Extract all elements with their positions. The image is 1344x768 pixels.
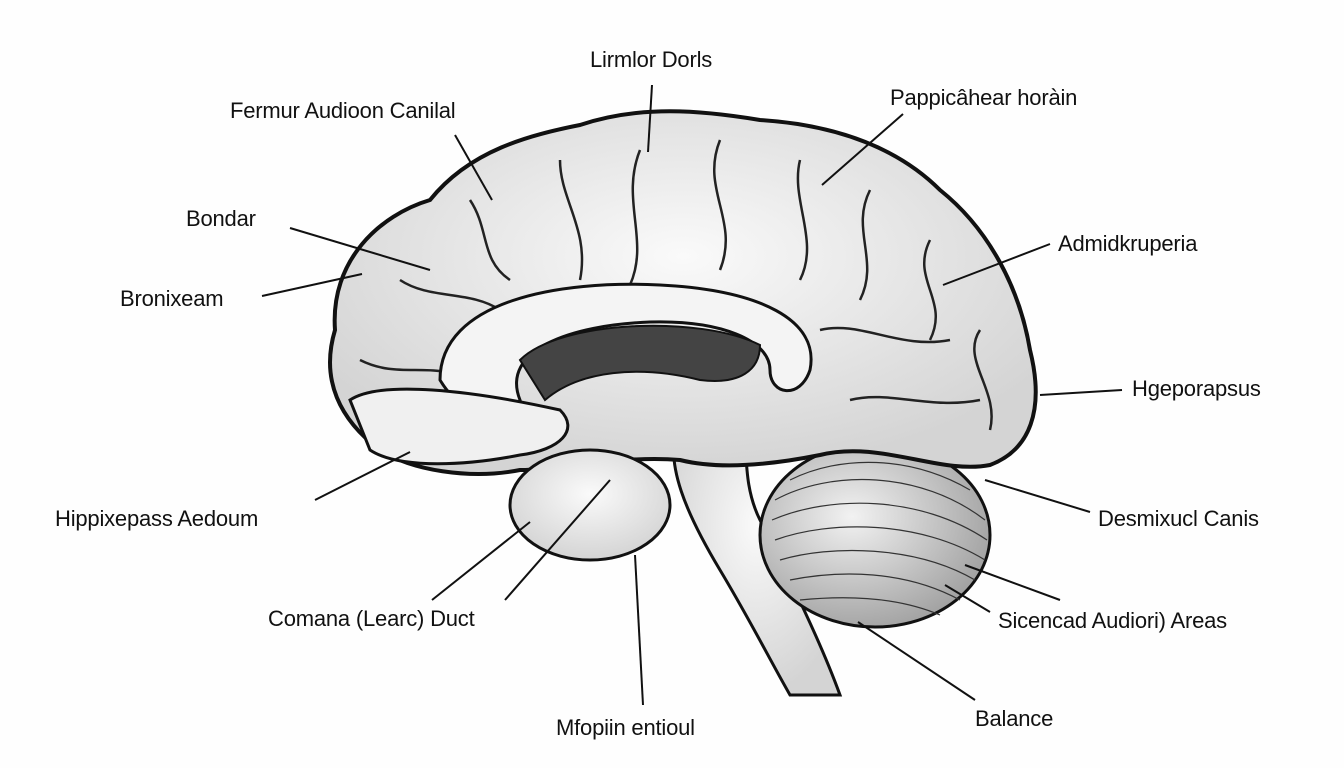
label-left-2: Bronixeam xyxy=(120,286,224,311)
label-lower-left: Hippixepass Aedoum xyxy=(55,506,259,531)
cerebellum-folia xyxy=(771,461,988,616)
brainstem xyxy=(672,408,843,697)
temporal-lobe xyxy=(348,387,570,466)
label-upper-left: Fermur Audioon Canilal xyxy=(230,98,456,123)
label-right-1: Admidkruperia xyxy=(1058,231,1198,256)
ventricle xyxy=(518,324,762,402)
label-right-2: Hgeporapsus xyxy=(1132,376,1261,401)
label-left-1: Bondar xyxy=(186,206,256,231)
thalamus xyxy=(508,448,672,562)
label-bottom-right-2: Balance xyxy=(975,706,1054,731)
label-upper-right: Pappicâhear horàin xyxy=(890,85,1078,110)
leader-lines xyxy=(261,84,1123,706)
label-right-3: Desmixucl Canis xyxy=(1098,506,1259,531)
label-bottom-right: Sicencad Audiori) Areas xyxy=(998,608,1227,633)
label-bottom-left: Comana (Learc) Duct xyxy=(268,606,475,631)
label-bottom-center: Mfopiin entioul xyxy=(556,715,695,740)
label-top: Lirmlor Dorls xyxy=(590,47,713,72)
corpus-callosum xyxy=(438,282,813,422)
